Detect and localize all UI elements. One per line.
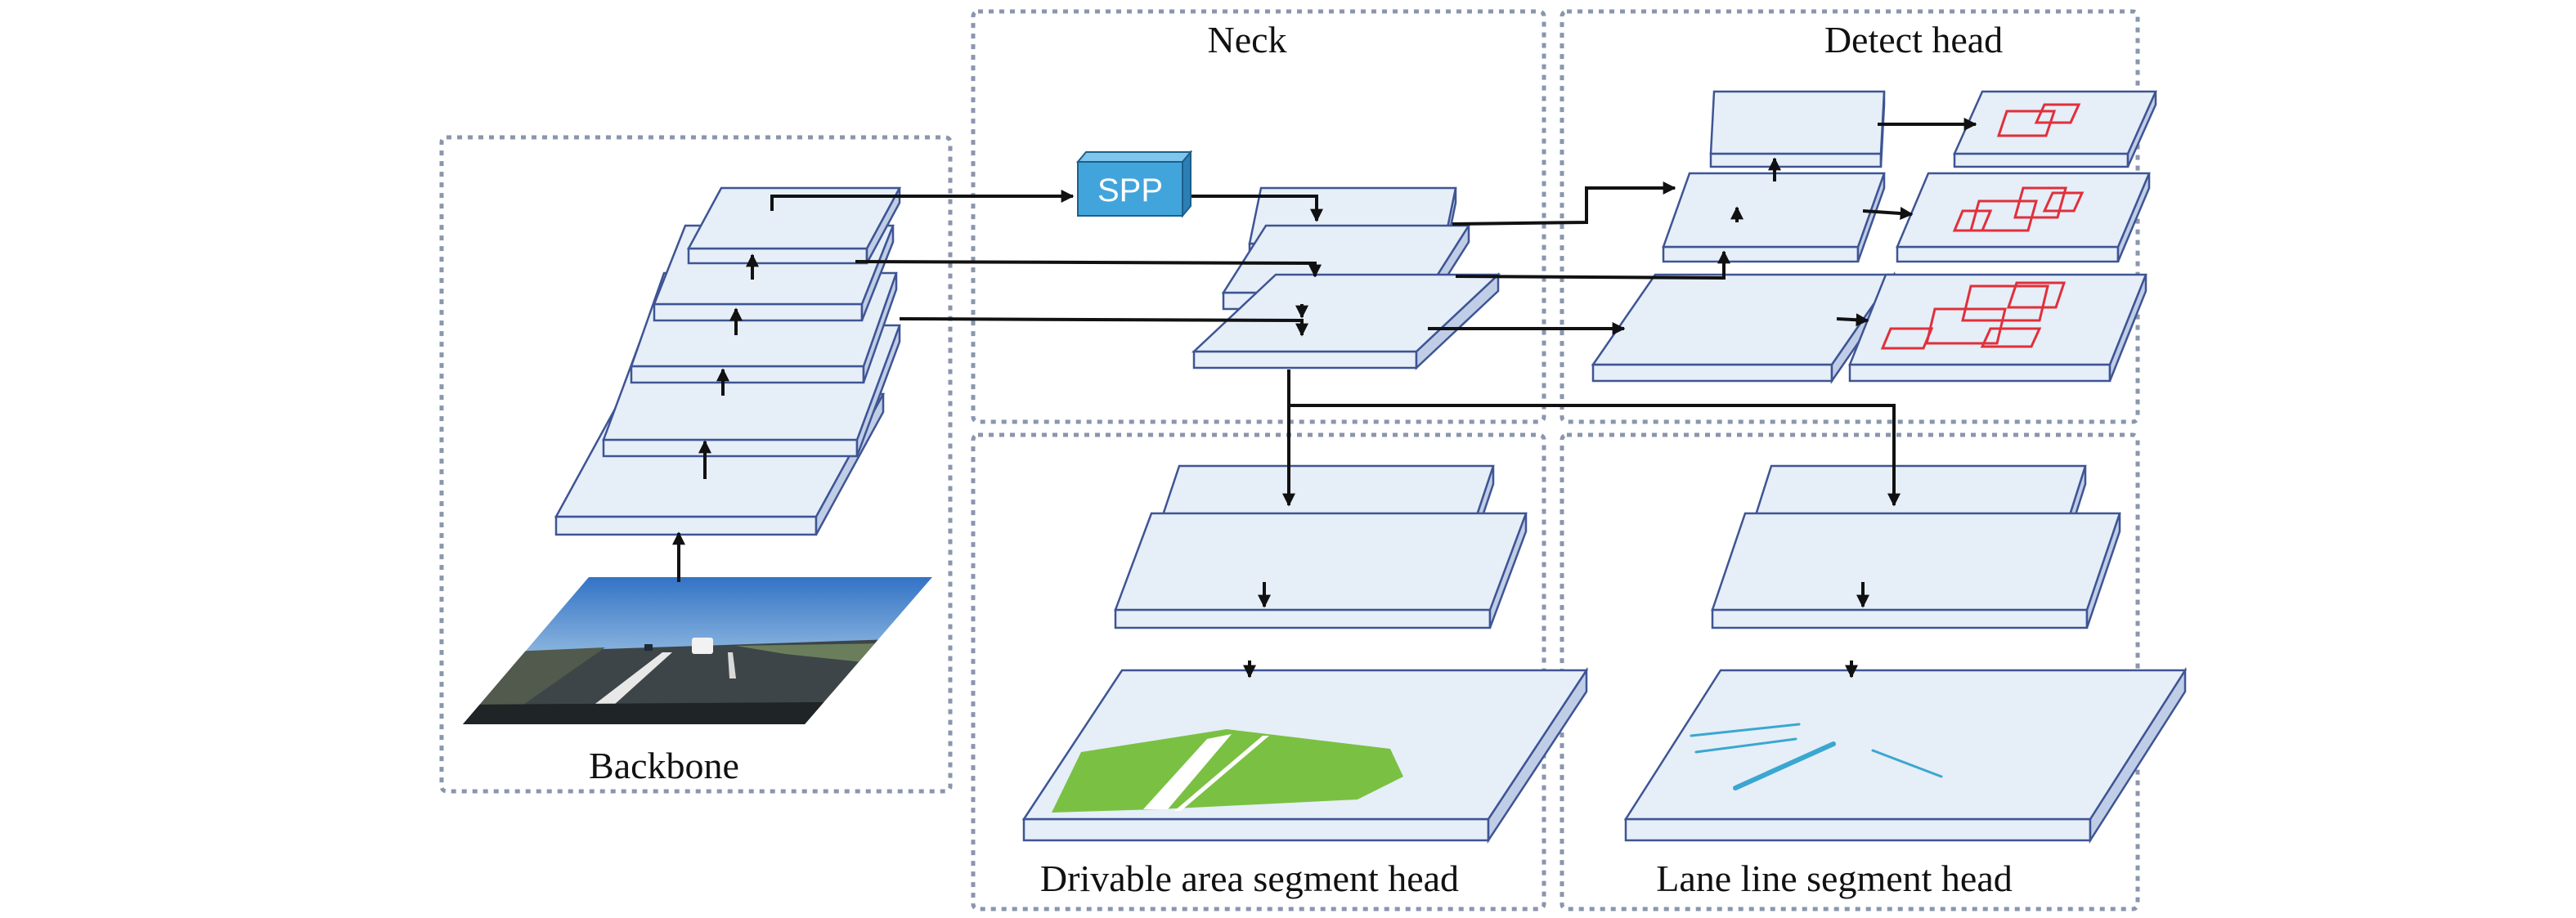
- neck-panel: [971, 9, 1546, 424]
- lane-line-head-label: Lane line segment head: [1656, 858, 2013, 899]
- detection-boxes-small: [1996, 103, 2081, 137]
- arrow-neck-to-detect-top: [1452, 181, 1676, 226]
- backbone-layer: [686, 186, 902, 265]
- arrow-neck-to-detect-mid: [1455, 250, 1730, 280]
- detect-output-layer: [1953, 90, 2157, 168]
- drivable-area-head-label: Drivable area segment head: [1040, 858, 1459, 899]
- detection-boxes-medium: [1952, 186, 2085, 232]
- arrow-detect-out-3: [1836, 313, 1869, 327]
- detect-head-label: Detect head: [1824, 19, 2003, 60]
- arrow-backbone-to-neck-mid: [855, 260, 1322, 278]
- lane-layer: [1711, 512, 2121, 629]
- arrow-backbone-to-neck-low: [899, 317, 1308, 337]
- arrow-backbone-to-spp: [770, 190, 1075, 211]
- drivable-area-mask: [1052, 729, 1403, 813]
- detect-layer: [1709, 90, 1886, 168]
- neck-label: Neck: [1207, 19, 1286, 60]
- arrow-spp-to-neck: [1187, 195, 1323, 222]
- arrow-neck-to-lane: [1289, 404, 1901, 507]
- lane-output-layer: [1623, 666, 2188, 844]
- spp-label: SPP: [1097, 172, 1163, 208]
- detect-layer: [1662, 172, 1886, 263]
- spp-block: SPP: [1075, 150, 1193, 218]
- backbone-panel: [439, 135, 953, 794]
- neck-layer: [1191, 272, 1501, 370]
- road-image: [463, 577, 932, 724]
- detect-output-layer: [1896, 172, 2151, 263]
- detection-boxes-large: [1880, 281, 2067, 350]
- lane-line-mask: [1690, 723, 1943, 790]
- backbone-label: Backbone: [589, 745, 739, 786]
- arrow-detect-out-2: [1862, 207, 1914, 221]
- detect-head-panel: [1560, 9, 2140, 424]
- drivable-layer: [1114, 512, 1528, 629]
- detect-layer: [1591, 271, 1896, 385]
